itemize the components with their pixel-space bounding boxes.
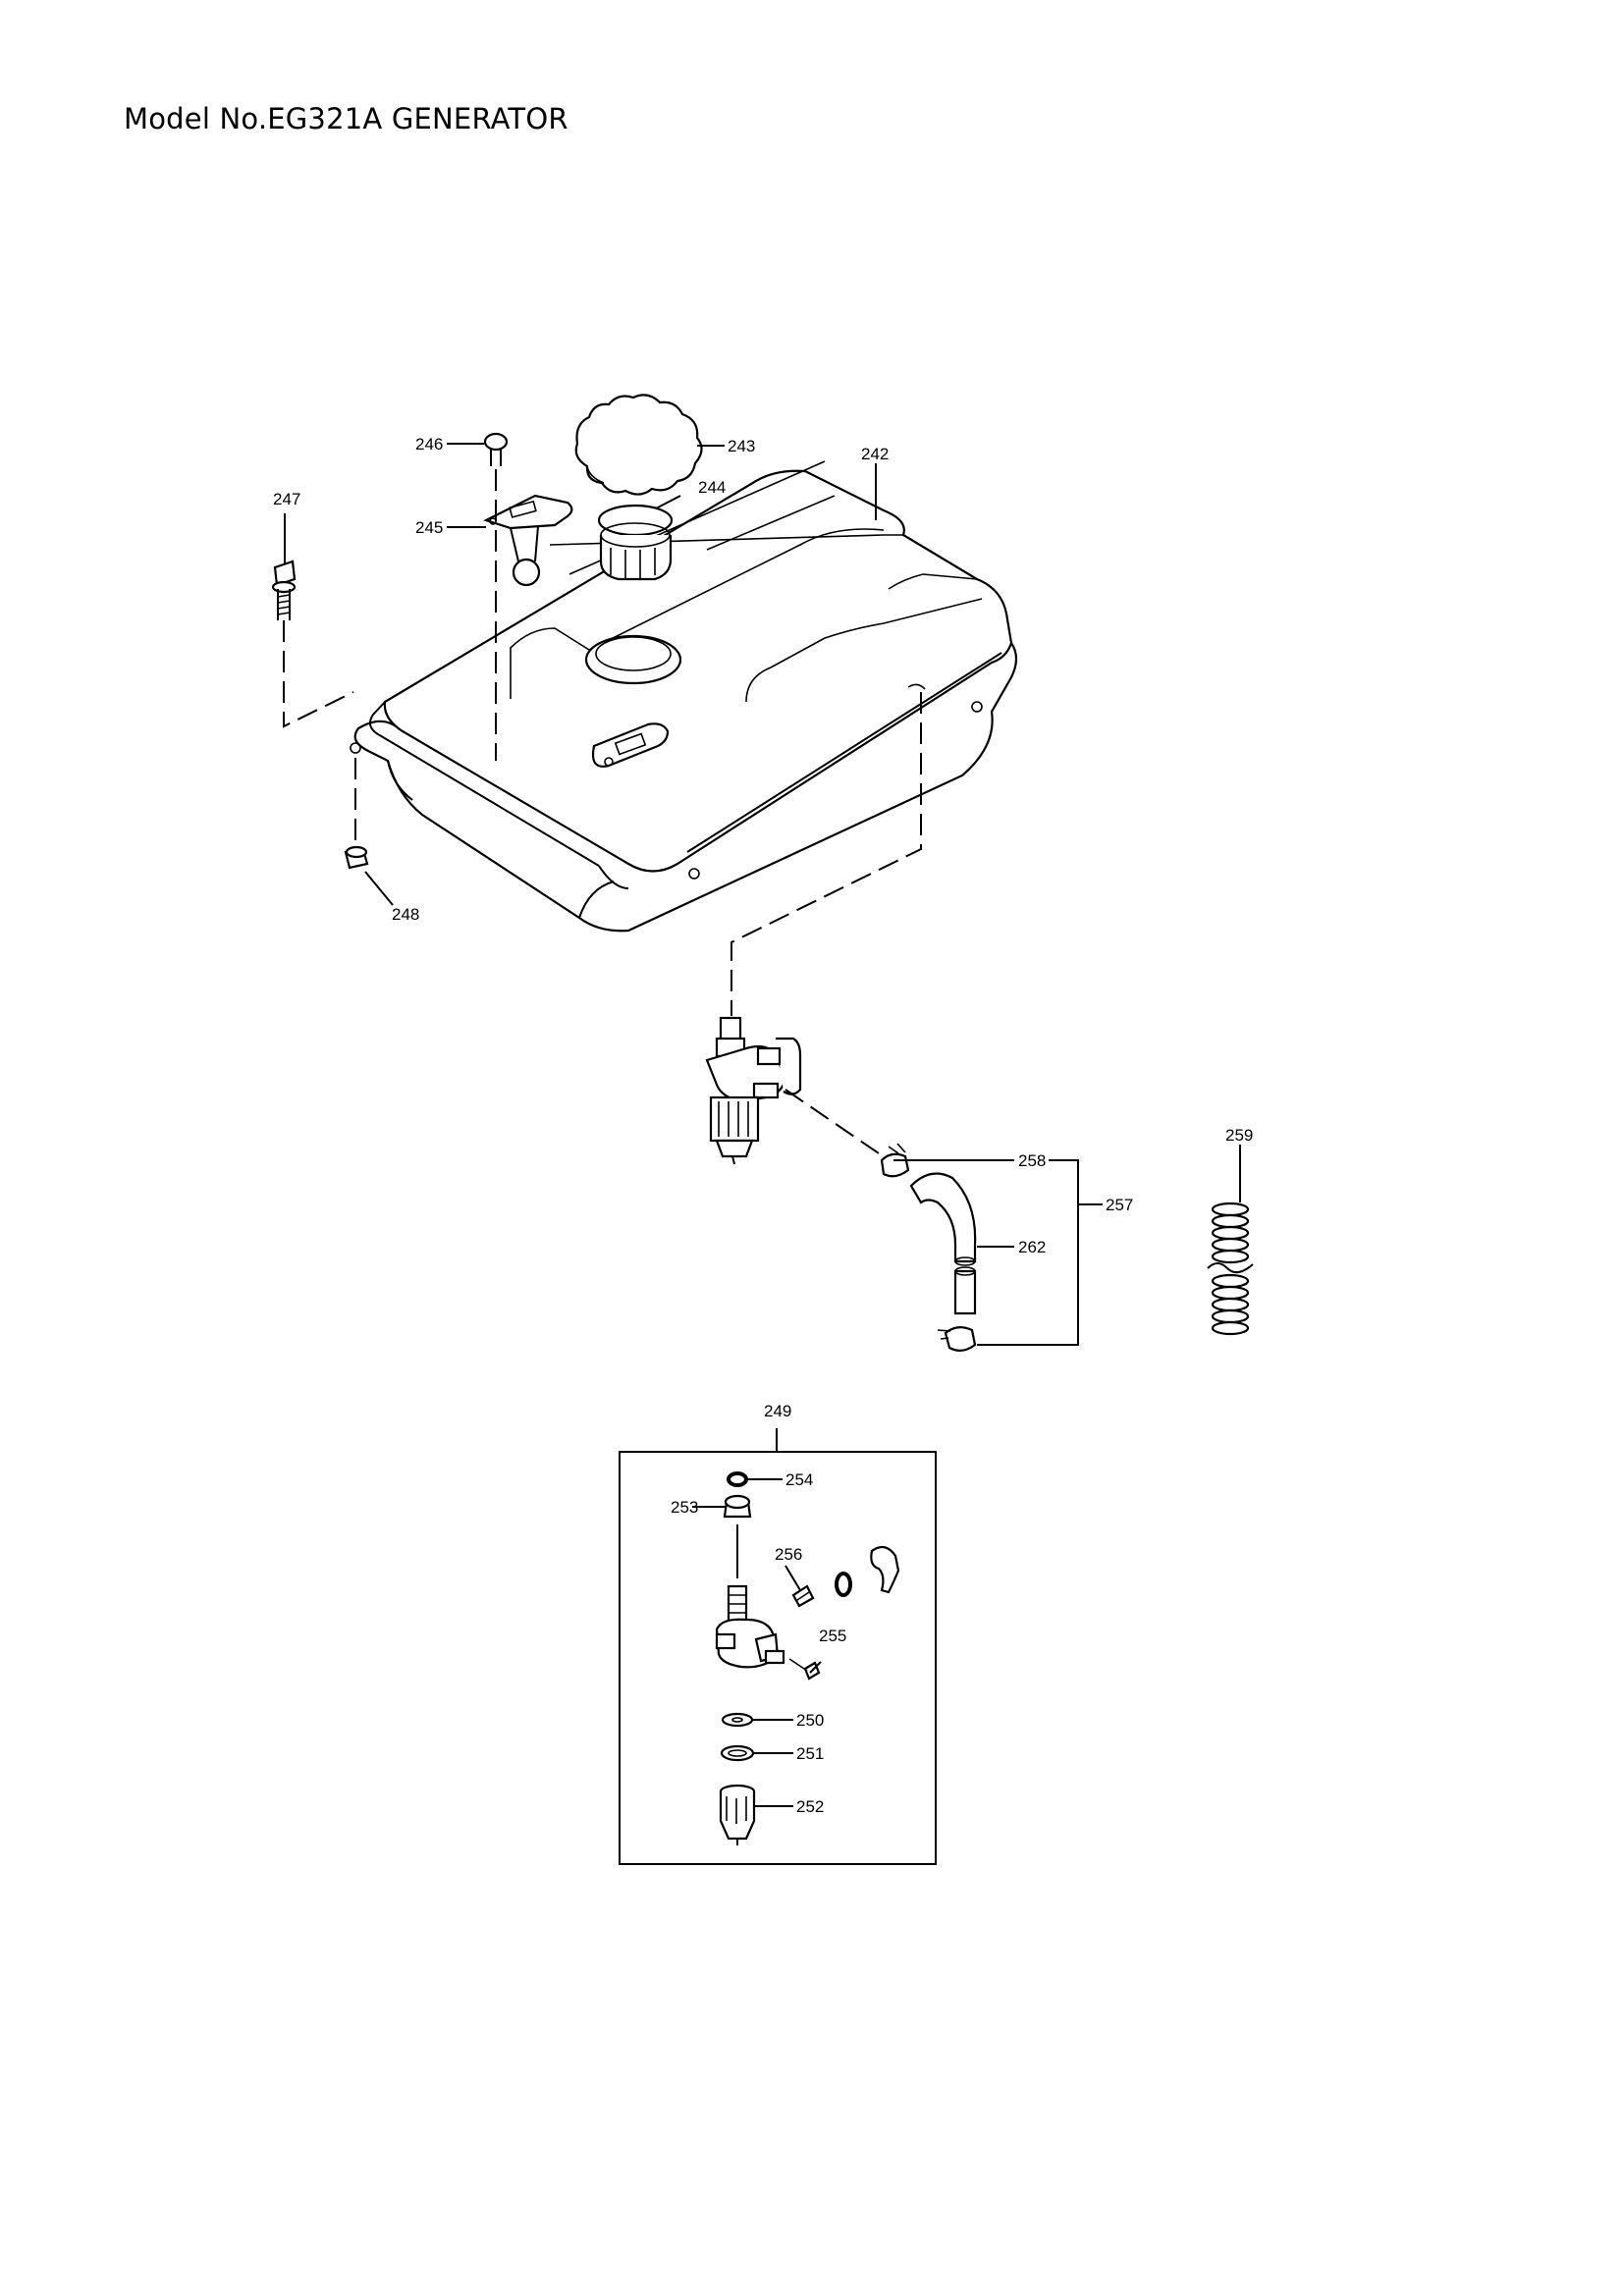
- screw-256: [791, 1584, 815, 1608]
- label-242: 242: [861, 445, 889, 463]
- label-245: 245: [415, 518, 443, 537]
- label-254: 254: [785, 1470, 813, 1489]
- label-251: 251: [796, 1744, 824, 1763]
- label-249: 249: [764, 1402, 791, 1420]
- seal-o-ring: [835, 1572, 852, 1597]
- nut-253: [723, 1494, 752, 1519]
- label-243: 243: [728, 437, 755, 455]
- fuel-cock-assembly: [705, 1016, 802, 1165]
- label-259: 259: [1225, 1126, 1253, 1145]
- fuel-hose: [909, 1172, 977, 1315]
- label-248: 248: [392, 905, 419, 924]
- fuel-cap: [574, 394, 703, 496]
- gasket-250: [721, 1712, 754, 1728]
- label-252: 252: [796, 1797, 824, 1816]
- label-250: 250: [796, 1711, 824, 1730]
- label-246: 246: [415, 435, 443, 454]
- bracket-245: [483, 494, 573, 587]
- label-256: 256: [775, 1545, 802, 1564]
- screw-246: [483, 432, 509, 466]
- fuel-tank: [350, 460, 1018, 933]
- leader-lines: [284, 443, 1241, 1807]
- cock-body: [715, 1584, 785, 1669]
- gasket-251: [720, 1744, 755, 1762]
- page-title: Model No.EG321A GENERATOR: [124, 102, 568, 135]
- bolt-247: [271, 560, 297, 620]
- label-255: 255: [819, 1627, 846, 1645]
- lever: [870, 1545, 900, 1594]
- label-247: 247: [273, 490, 300, 508]
- cup-252: [719, 1784, 756, 1845]
- label-244: 244: [698, 478, 726, 497]
- assembly-lines: [283, 469, 922, 1578]
- hose-clip-lower: [937, 1326, 977, 1352]
- o-ring-254: [727, 1471, 748, 1487]
- hose-protector-259: [1207, 1201, 1254, 1336]
- label-253: 253: [671, 1498, 698, 1517]
- grommet-248: [344, 845, 369, 870]
- label-257: 257: [1106, 1196, 1133, 1214]
- part-number-labels: 246 243 242 244 247 245 248 259 258 257 …: [273, 435, 1253, 1816]
- label-262: 262: [1018, 1238, 1046, 1256]
- fuel-strainer: [597, 504, 674, 581]
- label-258: 258: [1018, 1151, 1046, 1170]
